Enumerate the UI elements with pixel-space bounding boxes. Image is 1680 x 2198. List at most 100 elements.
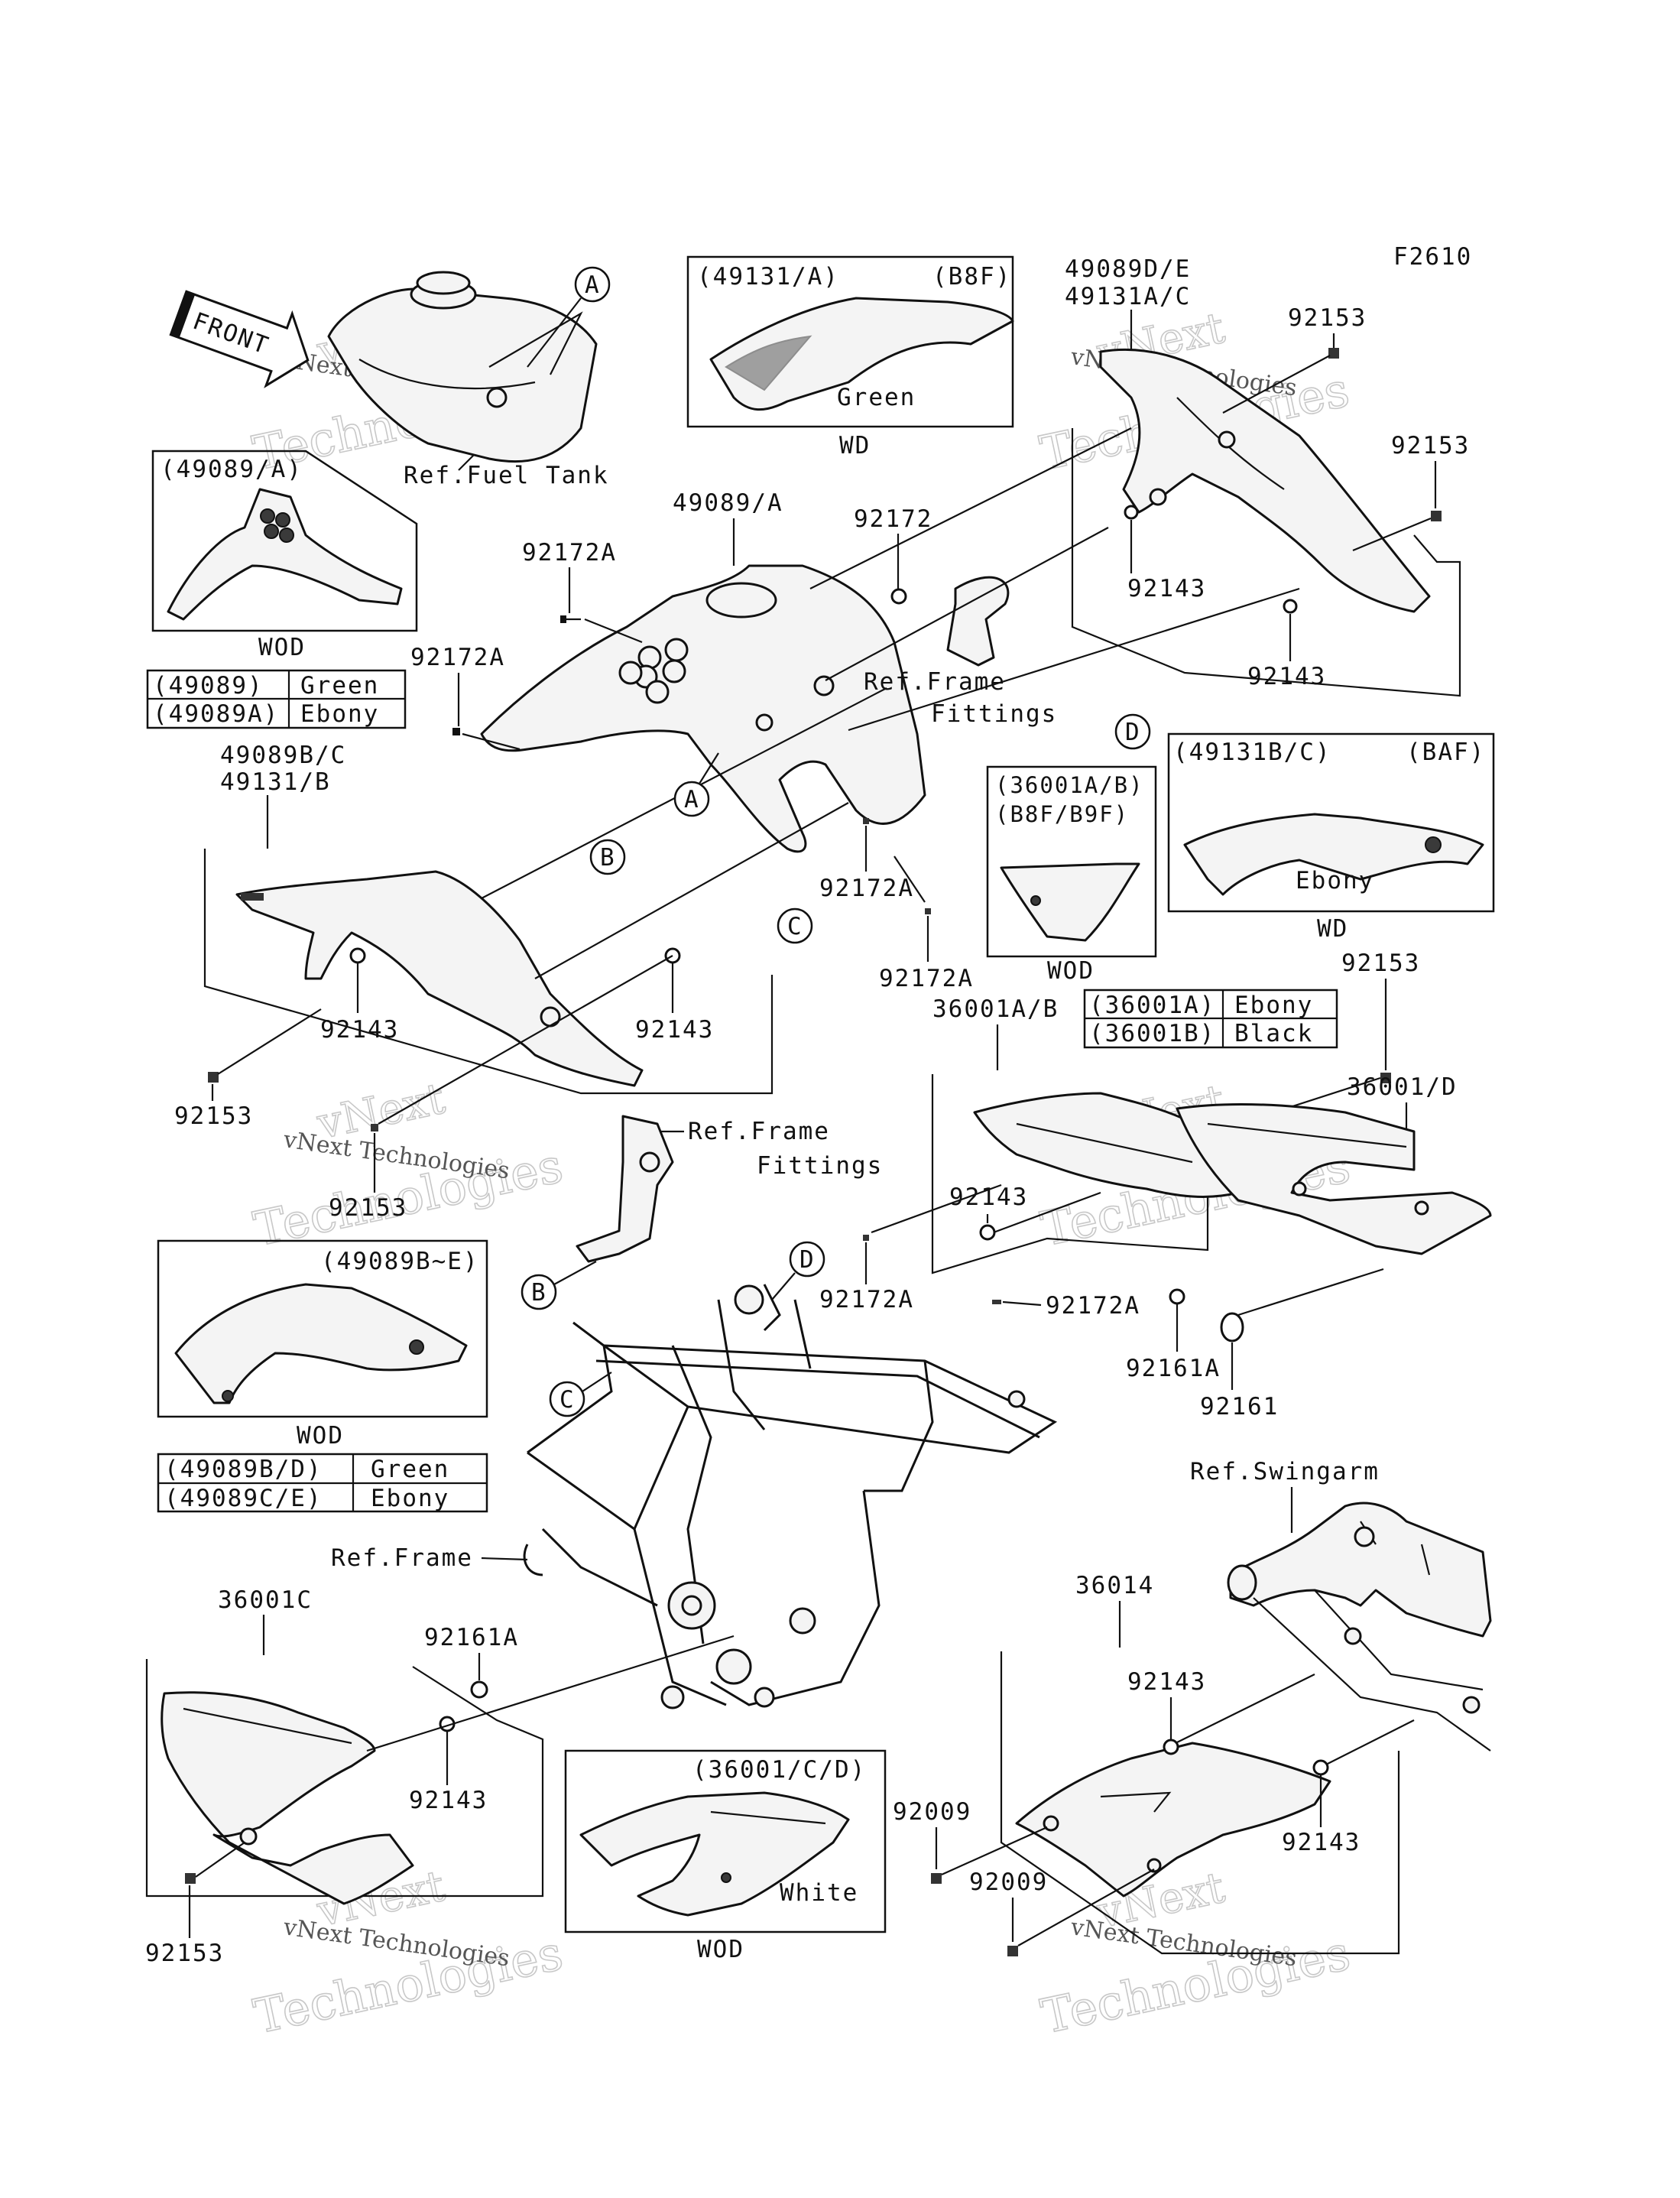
part-92153-2: 92153 xyxy=(1391,432,1470,459)
rear-fender-36001d xyxy=(1176,1103,1492,1255)
svg-text:Ebony: Ebony xyxy=(1296,867,1374,894)
svg-text:B: B xyxy=(600,844,616,872)
ref-frame-fittings-2a: Ref.Frame xyxy=(688,1118,830,1145)
part-92009-1: 92009 xyxy=(893,1798,971,1826)
inset-49089be: (49089B~E) WOD xyxy=(157,1239,488,1450)
svg-text:B: B xyxy=(531,1279,547,1307)
part-92143-7: 92143 xyxy=(1127,1668,1206,1696)
part-92172a-1: 92172A xyxy=(522,539,617,567)
part-92153-1: 92153 xyxy=(1288,304,1367,332)
part-92153-3: 92153 xyxy=(174,1102,253,1130)
svg-text:(49089B~E): (49089B~E) xyxy=(321,1248,479,1275)
svg-text:C: C xyxy=(559,1386,576,1414)
ref-frame: Ref.Frame xyxy=(331,1544,473,1572)
svg-text:WD: WD xyxy=(1317,915,1348,943)
ref-swingarm: Ref.Swingarm xyxy=(1190,1458,1380,1485)
svg-text:WOD: WOD xyxy=(697,1936,744,1963)
callout-a-top: A xyxy=(574,266,611,303)
svg-text:WOD: WOD xyxy=(258,634,306,661)
ref-frame-fittings-1a: Ref.Frame xyxy=(864,668,1006,696)
table-49089be-colors: (49089B/D) Green (49089C/E) Ebony xyxy=(157,1453,488,1513)
part-36001c: 36001C xyxy=(218,1586,313,1614)
inset-36001cd: (36001/C/D) White WOD xyxy=(564,1749,887,1963)
part-49089-a: 49089/A xyxy=(673,489,783,517)
frame-fitting-ref-2 xyxy=(576,1115,674,1263)
shroud-49089bc xyxy=(235,870,644,1087)
part-36001ab: 36001A/B xyxy=(932,995,1059,1023)
svg-text:(49089/A): (49089/A) xyxy=(161,456,303,483)
ref-frame-fittings-1b: Fittings xyxy=(931,700,1057,728)
svg-text:C: C xyxy=(787,913,803,940)
part-92153-5: 92153 xyxy=(1341,950,1420,977)
svg-text:(B8F/B9F): (B8F/B9F) xyxy=(995,801,1129,827)
svg-text:WOD: WOD xyxy=(297,1422,344,1450)
figure-code: F2610 xyxy=(1393,243,1472,271)
frame-fitting-ref-1 xyxy=(946,576,1010,667)
part-92143-5: 92143 xyxy=(949,1183,1028,1211)
part-92143-1: 92143 xyxy=(1127,575,1206,602)
svg-text:A: A xyxy=(585,271,601,299)
inset-49131bc: (49131B/C) (BAF) Ebony WD xyxy=(1167,732,1495,943)
callout-d-mid: D xyxy=(789,1241,825,1278)
svg-text:Green: Green xyxy=(837,384,916,411)
svg-text:(49131B/C): (49131B/C) xyxy=(1173,739,1331,766)
svg-text:(49089): (49089) xyxy=(153,672,264,700)
part-92153-6: 92153 xyxy=(145,1940,224,1967)
callout-c-top: C xyxy=(777,907,813,944)
part-92161a-2: 92161A xyxy=(424,1624,519,1651)
part-92172a-3: 92172A xyxy=(819,875,914,902)
part-92143-8: 92143 xyxy=(1282,1829,1361,1856)
chain-guard-36014 xyxy=(1015,1742,1331,1898)
part-92172: 92172 xyxy=(854,505,932,533)
fuel-tank-ref xyxy=(327,271,598,463)
ref-frame-fittings-2b: Fittings xyxy=(757,1152,883,1180)
svg-text:Black: Black xyxy=(1234,1020,1313,1047)
callout-d-top: D xyxy=(1114,713,1151,750)
callout-b-top: B xyxy=(589,839,626,875)
part-92172a-4: 92172A xyxy=(879,965,974,992)
svg-text:A: A xyxy=(684,786,700,813)
inset-36001ab: (36001A/B) (B8F/B9F) WOD xyxy=(986,765,1157,985)
part-92172a-6: 92172A xyxy=(1046,1292,1140,1320)
callout-c-mid: C xyxy=(549,1381,585,1417)
svg-text:(49131/A): (49131/A) xyxy=(697,263,839,291)
part-36014: 36014 xyxy=(1075,1572,1154,1599)
tank-cover-49089-a xyxy=(480,564,926,853)
ref-fuel-tank: Ref.Fuel Tank xyxy=(404,462,609,489)
svg-text:(B8F): (B8F) xyxy=(932,263,1011,291)
part-92143-6: 92143 xyxy=(409,1787,488,1814)
swingarm-ref xyxy=(1227,1502,1492,1752)
svg-text:Ebony: Ebony xyxy=(1234,992,1313,1019)
callout-a-mid: A xyxy=(673,781,710,817)
part-92153-4: 92153 xyxy=(329,1194,407,1222)
svg-text:Ebony: Ebony xyxy=(371,1485,449,1512)
svg-text:D: D xyxy=(799,1246,816,1274)
svg-text:D: D xyxy=(1125,719,1141,746)
svg-text:(36001A): (36001A) xyxy=(1089,992,1215,1019)
part-92161: 92161 xyxy=(1200,1393,1279,1420)
part-49131b: 49131/B xyxy=(220,768,331,796)
part-92172a-2: 92172A xyxy=(410,644,505,671)
bolt-92172a-top xyxy=(560,615,581,623)
part-49131ac: 49131A/C xyxy=(1065,283,1191,310)
svg-text:WD: WD xyxy=(839,432,871,459)
shroud-49089de xyxy=(1099,348,1431,613)
callout-b-mid: B xyxy=(521,1274,557,1310)
table-36001-colors: (36001A) Ebony (36001B) Black xyxy=(1083,989,1338,1049)
svg-text:WOD: WOD xyxy=(1047,957,1095,985)
svg-text:(36001A/B): (36001A/B) xyxy=(995,772,1144,798)
front-arrow-icon: FRONT xyxy=(169,290,310,388)
table-49089-colors: (49089) Green (49089A) Ebony xyxy=(146,669,407,729)
side-cover-36001c xyxy=(161,1691,414,1905)
inset-49131-a: (49131/A) (B8F) Green WD xyxy=(686,255,1014,459)
part-92161a-1: 92161A xyxy=(1126,1355,1221,1382)
part-92143-2: 92143 xyxy=(1247,663,1326,690)
svg-text:(49089A): (49089A) xyxy=(153,700,279,728)
part-36001d: 36001/D xyxy=(1347,1073,1458,1101)
inset-49089-a: (49089/A) WOD xyxy=(151,450,418,661)
svg-text:Green: Green xyxy=(300,672,379,700)
svg-text:White: White xyxy=(780,1879,858,1907)
part-92172a-5: 92172A xyxy=(819,1286,914,1313)
svg-text:(49089B/D): (49089B/D) xyxy=(164,1456,323,1483)
